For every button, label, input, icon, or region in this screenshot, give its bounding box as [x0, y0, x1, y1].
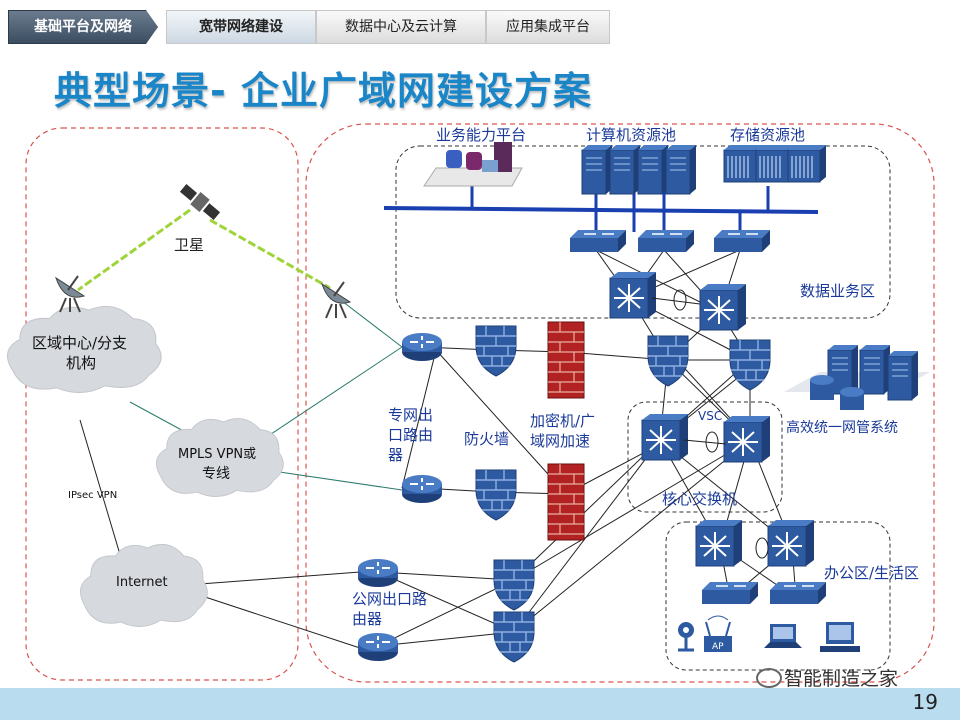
label-branch-2: 机构 [66, 354, 96, 372]
core-zone-border [627, 401, 783, 513]
switch-icon [569, 229, 627, 253]
label-internet: Internet [116, 575, 168, 590]
label-private-router-3: 器 [388, 446, 403, 464]
label-mpls-2: 专线 [202, 466, 230, 482]
label-encrypt-2: 域网加速 [530, 432, 590, 450]
label-satellite: 卫星 [174, 236, 204, 254]
headquarters-zone-border [305, 123, 935, 683]
wechat-icon [756, 668, 782, 688]
label-platform: 业务能力平台 [436, 126, 526, 144]
branch-zone-border [25, 127, 299, 681]
l3-switch-icon [641, 413, 689, 461]
firewall-icon [475, 469, 517, 521]
switch-icon [769, 581, 827, 605]
bus-drops [470, 176, 770, 232]
nms-cluster-icon [784, 344, 930, 410]
compute-pool-servers [581, 144, 697, 195]
router-icon [357, 632, 399, 662]
switch-icon [701, 581, 759, 605]
tab-datacenter-cloud[interactable]: 数据中心及云计算 [316, 10, 486, 44]
label-storage-pool: 存储资源池 [730, 126, 805, 144]
label-core-switch: 核心交换机 [662, 490, 737, 508]
label-ipsec: IPsec VPN [68, 490, 117, 501]
label-public-router-2: 由器 [352, 610, 382, 628]
label-private-router-2: 口路由 [388, 426, 433, 444]
laptop-icon [764, 624, 802, 648]
label-compute-pool: 计算机资源池 [586, 126, 676, 144]
label-public-router-1: 公网出口路 [352, 590, 427, 608]
access-point-icon [704, 615, 732, 652]
dish-antenna-icon [321, 281, 351, 319]
tab-app-integration[interactable]: 应用集成平台 [486, 10, 610, 44]
router-icon [401, 474, 443, 504]
internet-links [195, 571, 361, 649]
satellite-icon [179, 184, 221, 220]
firewall-icon [475, 325, 517, 377]
data-bus [383, 206, 819, 214]
tab-basic-platform[interactable]: 基础平台及网络 [8, 10, 158, 44]
storage-icon [787, 144, 827, 183]
label-mpls-1: MPLS VPN或 [178, 447, 256, 462]
server-icon [887, 350, 919, 401]
label-ap: AP [712, 642, 724, 652]
slide-title: 典型场景- 企业广域网建设方案 [54, 69, 593, 113]
label-firewall: 防火墙 [464, 430, 509, 448]
label-branch-1: 区域中心/分支 [32, 334, 127, 352]
dish-antenna-icon [55, 275, 85, 313]
l3-switch-icon [609, 271, 657, 319]
firewall-icon [647, 335, 689, 387]
stack-link [683, 439, 727, 445]
server-icon [859, 344, 891, 395]
router-icon [401, 332, 443, 362]
firewall-icon [493, 559, 535, 611]
camera-icon [678, 622, 694, 652]
tab-bar: 基础平台及网络 宽带网络建设 数据中心及云计算 应用集成平台 [0, 8, 960, 44]
switch-icon [713, 229, 771, 253]
label-private-router-1: 专网出 [388, 406, 433, 424]
tab-broadband[interactable]: 宽带网络建设 [166, 10, 316, 44]
wireless-link-right [209, 218, 331, 290]
l3-switch-icon [723, 415, 771, 463]
label-vsc: VSC [698, 409, 722, 423]
l3-switch-icon [767, 519, 815, 567]
l3-switch-icon [695, 519, 743, 567]
server-icon [609, 144, 641, 195]
wireless-link-left [77, 208, 191, 292]
label-encrypt-1: 加密机/广 [530, 412, 595, 430]
l3-switch-icon [699, 283, 747, 331]
label-data-zone: 数据业务区 [800, 282, 875, 300]
server-icon [637, 144, 669, 195]
label-nms: 高效统一网管系统 [786, 419, 898, 436]
stack-link-icon [673, 289, 687, 311]
page-number: 19 [912, 690, 938, 714]
firewall-icon [493, 611, 535, 663]
workstation-icon [820, 622, 860, 652]
brick-firewall-icon [547, 463, 585, 541]
business-platform-icon [423, 142, 523, 187]
brick-firewall-icon [547, 321, 585, 399]
server-icon [581, 144, 613, 195]
storage-pool-arrays [723, 144, 827, 183]
server-icon [665, 144, 697, 195]
label-office: 办公区/生活区 [824, 564, 919, 582]
footer-bar [0, 688, 960, 720]
router-icon [357, 558, 399, 588]
diagram-labels: 业务能力平台 计算机资源池 存储资源池 数据业务区 卫星 区域中心/分支 机构 … [32, 126, 919, 652]
data-zone-border [395, 145, 891, 319]
stack-link-icon [755, 537, 769, 559]
firewall-icon [729, 339, 771, 391]
switch-icon [637, 229, 695, 253]
stack-link [651, 297, 701, 305]
watermark-text: 智能制造之家 [784, 668, 899, 690]
